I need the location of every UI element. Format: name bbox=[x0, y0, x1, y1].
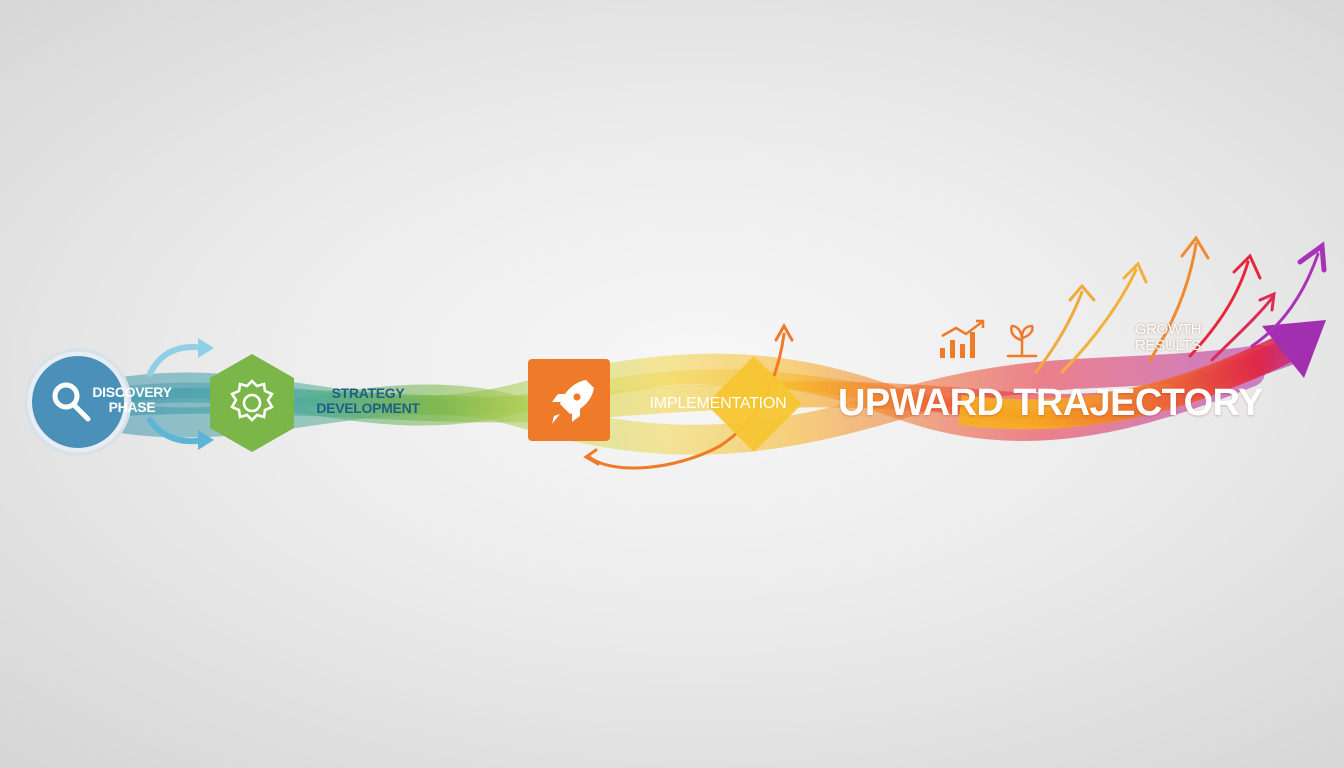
cycle-arrows bbox=[147, 338, 214, 450]
growth-arrows bbox=[1034, 235, 1327, 374]
implementation-diamond bbox=[706, 356, 802, 452]
seedling-icon bbox=[1006, 324, 1038, 358]
implementation-label: IMPLEMENTATION bbox=[649, 395, 787, 412]
rocket-icon bbox=[552, 380, 594, 424]
growth-results-label: GROWTH RESULTS bbox=[1134, 321, 1202, 354]
loop-arrow bbox=[583, 322, 794, 470]
strategy-label: STRATEGY DEVELOPMENT bbox=[316, 385, 420, 416]
upward-arrow bbox=[958, 320, 1326, 430]
gear-icon bbox=[230, 379, 274, 422]
magnifier-icon bbox=[52, 382, 91, 422]
bar-chart-icon bbox=[940, 319, 985, 358]
upward-trajectory-label: UPWARD TRAJECTORY bbox=[838, 382, 1263, 424]
strategy-node bbox=[210, 354, 294, 452]
discovery-label: DISCOVERY PHASE bbox=[92, 384, 172, 415]
